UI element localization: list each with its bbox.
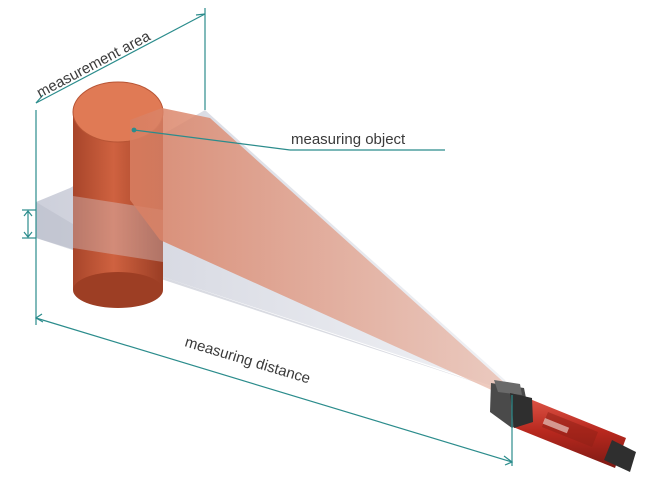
measuring-distance-label: measuring distance [183,334,312,388]
pyrometer-sensor-icon [490,380,636,472]
dimension-lines [22,8,514,466]
measurement-beam [130,108,508,392]
measuring-object-label: measuring object [291,131,406,148]
